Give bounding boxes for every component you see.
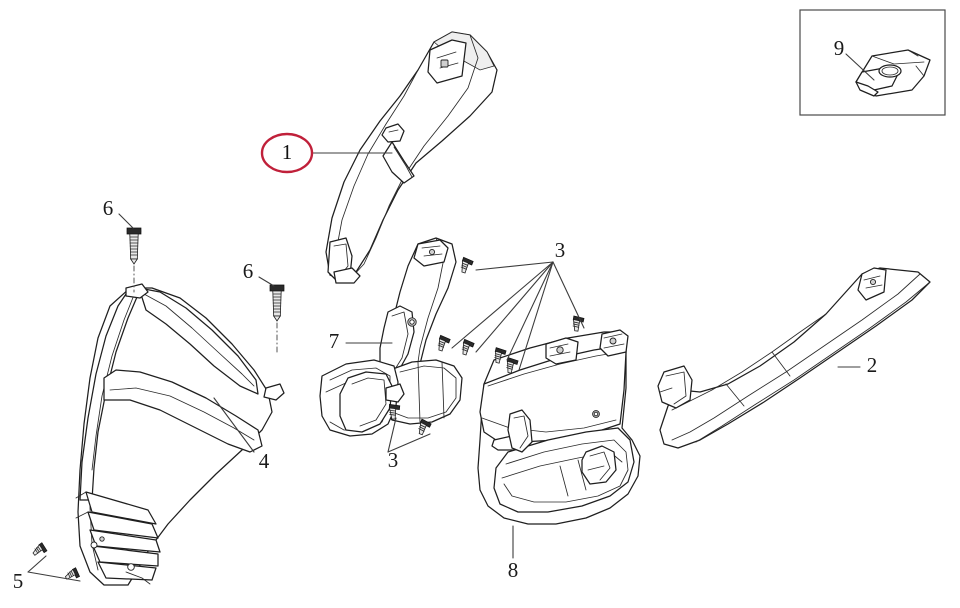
- leader-6a: [118, 213, 134, 229]
- callout-label-8: 8: [508, 558, 519, 582]
- leader-3a-1: [475, 261, 554, 271]
- callout-label-6-lower: 6: [243, 259, 254, 283]
- part-4-left-leg-shield-cover: [75, 283, 285, 586]
- fastener-group-6: [126, 227, 285, 356]
- callout-label-3-upper: 3: [555, 238, 566, 262]
- leader-5-2: [27, 571, 81, 582]
- callout-label-2: 2: [867, 353, 878, 377]
- callout-label-1: 1: [282, 140, 293, 164]
- part-1-left-front-side-fairing: [325, 31, 498, 284]
- leader-3a-2: [451, 261, 554, 349]
- part-8-footboard-floor-panel: [477, 329, 641, 525]
- leader-9: [845, 53, 875, 81]
- leader-3a-5: [518, 261, 554, 371]
- callout-label-4: 4: [259, 449, 270, 473]
- leader-3a-4: [506, 261, 554, 361]
- leader-3b-2: [387, 433, 431, 453]
- leader-3b-1: [387, 417, 397, 453]
- callout-label-9: 9: [834, 36, 845, 60]
- part-7-inner-cover-bracket: [319, 237, 463, 437]
- callout-labels: 1 2 3 3 4 5 6 6 7 8: [13, 132, 878, 593]
- callout-label-5: 5: [13, 569, 24, 593]
- leader-6b: [258, 276, 275, 287]
- part-2-right-front-side-fairing: [657, 267, 931, 449]
- callout-1-highlight-circle: [260, 132, 314, 174]
- callout-label-6-upper: 6: [103, 196, 114, 220]
- leader-lines: [27, 152, 861, 582]
- fastener-group-5: [30, 541, 81, 582]
- leader-5-1: [27, 555, 47, 573]
- callout-label-3-lower: 3: [388, 448, 399, 472]
- detail-inset-box: 9: [799, 9, 946, 116]
- callout-label-7: 7: [329, 329, 340, 353]
- leader-3a-3: [475, 261, 554, 353]
- leader-4: [213, 397, 255, 453]
- part-9-clip-nut-plate: [855, 49, 931, 97]
- leader-3a-6: [552, 261, 585, 329]
